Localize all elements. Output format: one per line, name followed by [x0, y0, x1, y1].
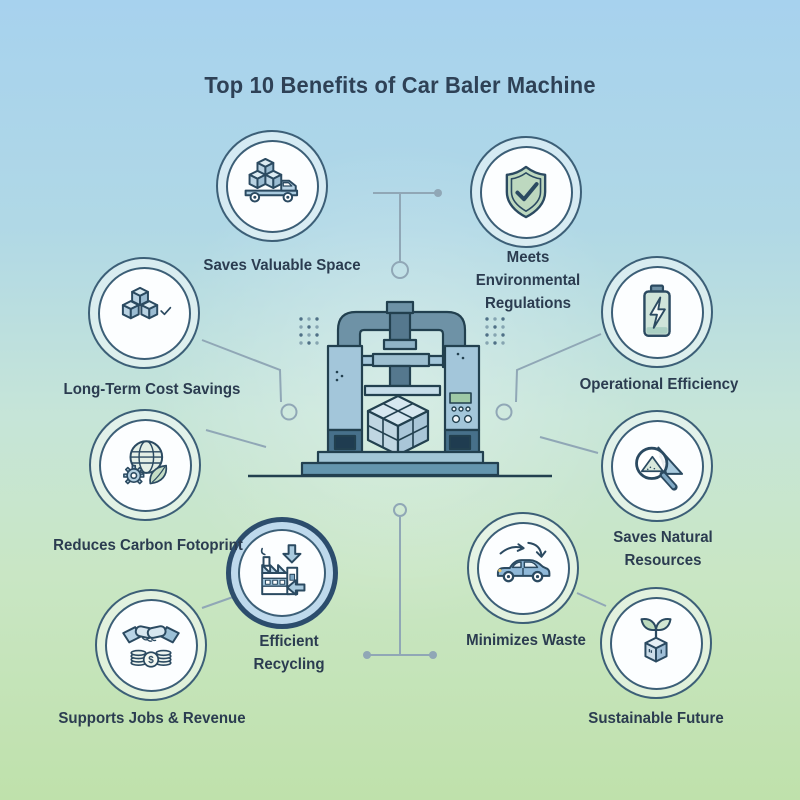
benefit-label: Long-Term Cost Savings	[63, 381, 241, 398]
benefit-label: Supports Jobs & Revenue	[58, 710, 246, 727]
control-panel-screen	[449, 392, 472, 404]
factory-recycle-arrows-icon	[260, 544, 306, 596]
benefit-label: Minimizes Waste	[466, 632, 586, 649]
benefit-item-operational-efficiency	[601, 256, 713, 368]
benefit-item-sustainable-future	[600, 587, 712, 699]
benefit-item-supports-jobs-revenue: $	[95, 589, 207, 701]
page-title: Top 10 Benefits of Car Baler Machine	[204, 72, 596, 98]
globe-gear-leaf-icon	[123, 440, 168, 485]
benefit-item-minimizes-waste	[467, 512, 579, 624]
shield-check-icon	[505, 165, 547, 219]
benefit-item-reduces-carbon-fotoprint	[89, 409, 201, 521]
benefit-item-long-term-cost-savings	[88, 257, 200, 369]
handshake-coins-icon: $	[122, 625, 180, 668]
stacked-cubes-check-icon	[121, 286, 172, 320]
battery-lightning-icon	[643, 284, 671, 337]
benefit-item-efficient-recycling	[226, 517, 338, 629]
benefit-label: Sustainable Future	[588, 710, 724, 727]
cube-sprout-icon	[640, 618, 672, 663]
benefit-item-meets-environmental-regulations	[470, 136, 582, 248]
benefit-item-saves-natural-resources	[601, 410, 713, 522]
magnifier-mountains-icon	[635, 446, 684, 491]
dot-grid-left	[299, 317, 319, 345]
benefit-label: Saves Natural Resources	[613, 529, 713, 570]
benefit-label: Reduces Carbon Fotoprint	[53, 537, 243, 554]
svg-text:$: $	[148, 655, 154, 666]
car-baler-machine-illustration	[248, 300, 552, 478]
benefit-label: Operational Efficiency	[579, 376, 739, 393]
truck-with-cubes-icon	[244, 157, 299, 203]
dot-grid-right	[485, 317, 505, 345]
benefit-label: Efficient Recycling	[253, 633, 325, 674]
benefit-item-saves-valuable-space	[216, 130, 328, 242]
benefit-label: Meets Environmental Regulations	[475, 249, 581, 313]
crushed-bale-cube	[366, 394, 430, 457]
car-cycle-arrows-icon	[496, 541, 551, 583]
benefit-label: Saves Valuable Space	[203, 257, 361, 274]
